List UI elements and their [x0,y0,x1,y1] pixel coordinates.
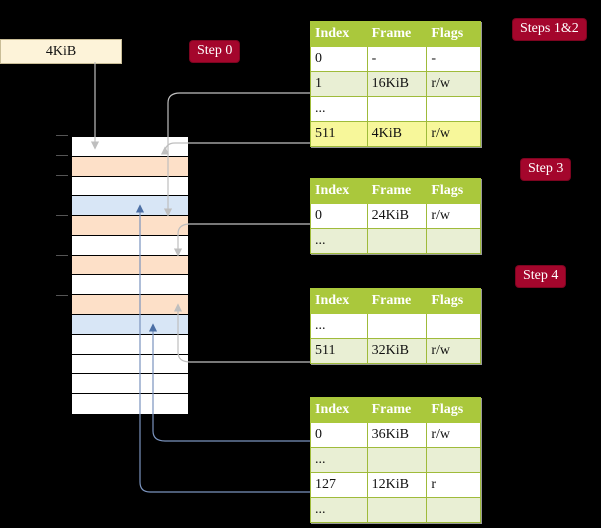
badge-step-4-label: Step 4 [523,268,559,283]
cell-frame [366,228,428,254]
table-row: 0 24KiB r/w [310,203,481,229]
cell-flags: r/w [426,71,481,97]
memory-frame-row [72,315,188,335]
memory-tick [56,255,68,256]
badge-steps-1-2-label: Steps 1&2 [520,21,579,36]
memory-tick [56,155,68,156]
table-row: 0 36KiB r/w [310,422,481,448]
cell-flags: r/w [426,338,481,364]
table-header-row: Index Frame Flags [310,178,481,204]
cell-frame: 24KiB [366,203,428,229]
memory-frame-row [72,334,188,355]
cell-index: 0 [310,422,368,448]
cell-flags [426,228,481,254]
cell-index: 127 [310,472,368,498]
cell-frame: 12KiB [366,472,428,498]
page-table-level-0: Index Frame Flags 0 - - 1 16KiB r/w ... [310,21,481,147]
memory-frame-row [72,196,188,217]
column-header-flags: Flags [426,397,481,423]
table-row: ... [310,447,481,473]
column-header-frame: Frame [366,21,428,47]
memory-frame-row [72,137,188,157]
source-frame-box: 4KiB [0,39,122,64]
cell-flags: - [426,46,481,72]
badge-step-3: Step 3 [521,159,571,180]
memory-frame-row [72,235,188,256]
column-header-frame: Frame [366,397,428,423]
table-row: 127 12KiB r [310,472,481,498]
column-header-frame: Frame [366,178,428,204]
physical-memory-column [70,135,190,416]
badge-step-0: Step 0 [190,41,240,62]
column-header-index: Index [310,21,368,47]
cell-index: ... [310,497,368,523]
cell-flags [426,497,481,523]
column-header-frame: Frame [366,288,428,314]
cell-frame: 36KiB [366,422,428,448]
badge-step-4: Step 4 [516,266,566,287]
memory-tick [56,215,68,216]
memory-frame-row [72,275,188,296]
cell-index: ... [310,313,368,339]
cell-flags: r/w [426,203,481,229]
source-frame-label: 4KiB [45,43,77,59]
badge-step-3-label: Step 3 [528,161,564,176]
memory-frame-row [72,374,188,395]
memory-frame-row [72,354,188,375]
cell-flags: r/w [426,121,481,147]
table-row-highlighted: 511 4KiB r/w [310,121,481,147]
memory-frame-row [72,156,188,177]
column-header-flags: Flags [426,21,481,47]
cell-frame: 4KiB [366,121,428,147]
cell-index: 511 [310,121,368,147]
cell-frame [366,447,428,473]
cell-flags: r/w [426,422,481,448]
table-header-row: Index Frame Flags [310,397,481,423]
cell-flags [426,313,481,339]
cell-index: ... [310,96,368,122]
cell-index: ... [310,447,368,473]
cell-frame: 32KiB [366,338,428,364]
cell-index: 0 [310,203,368,229]
memory-frame-row [72,176,188,197]
memory-tick [56,295,68,296]
table-row: 1 16KiB r/w [310,71,481,97]
cell-index: 511 [310,338,368,364]
memory-frame-row [72,394,188,414]
cell-frame [366,313,428,339]
page-table-level-2: Index Frame Flags ... 511 32KiB r/w [310,288,481,364]
page-table-level-3: Index Frame Flags 0 36KiB r/w ... 127 12… [310,397,481,523]
cell-flags [426,96,481,122]
column-header-flags: Flags [426,178,481,204]
table-row: 0 - - [310,46,481,72]
memory-tick [56,175,68,176]
table-header-row: Index Frame Flags [310,288,481,314]
cell-frame: - [366,46,428,72]
memory-tick [56,135,68,136]
memory-frame-row [72,216,188,236]
cell-frame [366,497,428,523]
badge-steps-1-2: Steps 1&2 [513,19,586,40]
memory-frame-row [72,295,188,316]
column-header-index: Index [310,288,368,314]
cell-index: ... [310,228,368,254]
table-row: ... [310,313,481,339]
table-header-row: Index Frame Flags [310,21,481,47]
cell-frame [366,96,428,122]
cell-frame: 16KiB [366,71,428,97]
page-table-level-1: Index Frame Flags 0 24KiB r/w ... [310,178,481,254]
cell-flags: r [426,472,481,498]
table-row: ... [310,228,481,254]
cell-index: 1 [310,71,368,97]
table-row: 511 32KiB r/w [310,338,481,364]
table-row: ... [310,497,481,523]
memory-frame-row [72,255,188,276]
cell-flags [426,447,481,473]
column-header-flags: Flags [426,288,481,314]
column-header-index: Index [310,397,368,423]
badge-step-0-label: Step 0 [197,43,233,58]
column-header-index: Index [310,178,368,204]
table-row: ... [310,96,481,122]
cell-index: 0 [310,46,368,72]
